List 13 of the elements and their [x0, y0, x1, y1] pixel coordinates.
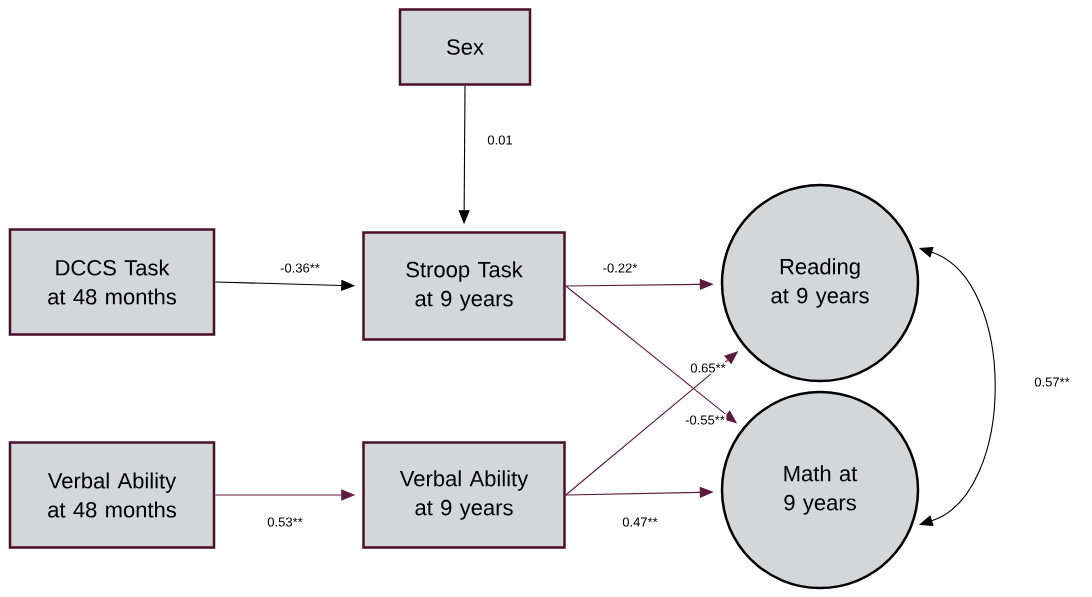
- variable-box: Stroop Task at 9 years: [362, 231, 566, 341]
- variable-box: Verbal Ability at 48 months: [8, 441, 216, 549]
- edge-label: -0.36**: [278, 261, 322, 275]
- edge-label: 0.57**: [1032, 375, 1072, 389]
- variable-box: Verbal Ability at 9 years: [362, 441, 566, 549]
- edge-label: 0.01: [485, 133, 515, 147]
- edge-label: -0.22*: [601, 261, 639, 275]
- edge-label: -0.55**: [683, 413, 727, 427]
- edge-label: 0.47**: [620, 515, 660, 529]
- edge-label: 0.53**: [265, 515, 305, 529]
- variable-box: Sex: [398, 8, 532, 86]
- edge-label: 0.65**: [688, 361, 728, 375]
- variable-box: DCCS Task at 48 months: [8, 228, 216, 336]
